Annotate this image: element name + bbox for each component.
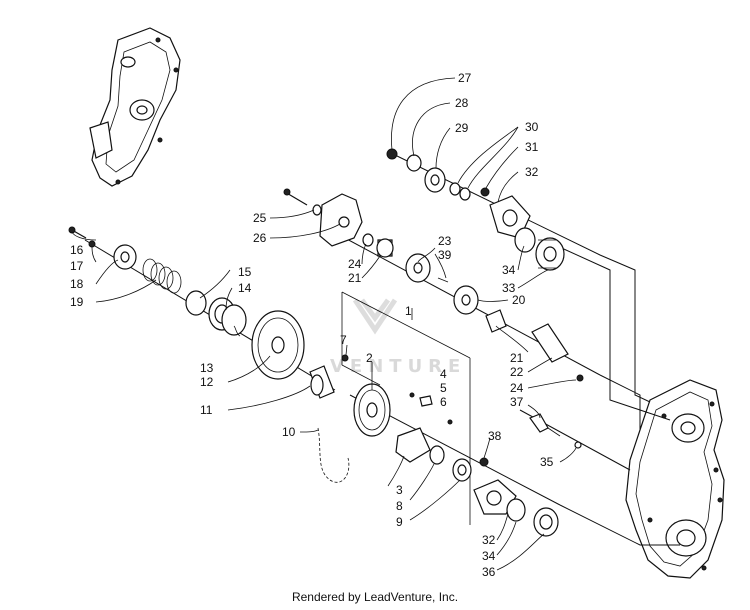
- label-37: 37: [510, 395, 524, 409]
- label-39: 39: [438, 248, 452, 262]
- label-7: 7: [340, 333, 347, 347]
- label-18: 18: [70, 277, 84, 291]
- label-21-mid: 21: [348, 271, 362, 285]
- chaincase-cover: [89, 27, 181, 187]
- footer-credit: Rendered by LeadVenture, Inc.: [291, 590, 459, 604]
- watermark-logo: [352, 298, 398, 335]
- label-22: 22: [510, 365, 524, 379]
- label-12: 12: [200, 375, 214, 389]
- label-32-low: 32: [482, 533, 496, 547]
- label-2: 2: [366, 351, 373, 365]
- label-31: 31: [525, 140, 539, 154]
- spring-19: [142, 258, 182, 294]
- label-34-low: 34: [482, 549, 496, 563]
- label-17: 17: [70, 259, 84, 273]
- label-15: 15: [238, 265, 252, 279]
- label-34-top: 34: [502, 263, 516, 277]
- label-20: 20: [512, 293, 526, 307]
- label-24-mid: 24: [348, 257, 362, 271]
- watermark-text: VENTURE: [330, 356, 466, 377]
- label-21-low: 21: [510, 351, 524, 365]
- middle-shaft-parts: [362, 233, 584, 382]
- label-28: 28: [455, 96, 469, 110]
- label-11: 11: [200, 403, 213, 417]
- label-10: 10: [282, 425, 296, 439]
- assembly-axes: [84, 154, 680, 546]
- label-1: 1: [405, 304, 412, 318]
- label-9: 9: [396, 515, 403, 529]
- label-33: 33: [502, 281, 516, 295]
- callout-lines: [71, 77, 577, 571]
- part-labels: 27 28 29 30 31 32 25 26 23 39 24 21 20 1…: [70, 71, 554, 579]
- label-24-low: 24: [510, 381, 524, 395]
- label-32-top: 32: [525, 165, 539, 179]
- sprocket-12: [251, 310, 305, 380]
- label-8: 8: [396, 499, 403, 513]
- label-35: 35: [540, 455, 554, 469]
- sprocket-29: [424, 167, 446, 193]
- label-23: 23: [438, 234, 452, 248]
- chain-10: [317, 427, 350, 483]
- lower-shaft-parts: [473, 413, 582, 537]
- label-36: 36: [482, 565, 496, 579]
- label-3: 3: [396, 483, 403, 497]
- label-29: 29: [455, 121, 469, 135]
- gear-case: [625, 379, 725, 579]
- label-19: 19: [70, 295, 84, 309]
- label-13: 13: [200, 361, 214, 375]
- label-27: 27: [458, 71, 472, 85]
- label-30: 30: [525, 120, 539, 134]
- assembly-bracket: [341, 291, 471, 525]
- label-6: 6: [440, 395, 447, 409]
- label-25: 25: [253, 211, 267, 225]
- label-38: 38: [488, 429, 502, 443]
- bracket-26: [283, 188, 363, 247]
- label-26: 26: [253, 231, 267, 245]
- top-shaft-parts: [386, 148, 565, 271]
- label-4: 4: [440, 367, 447, 381]
- label-16: 16: [70, 243, 84, 257]
- label-14: 14: [238, 281, 252, 295]
- label-5: 5: [440, 381, 447, 395]
